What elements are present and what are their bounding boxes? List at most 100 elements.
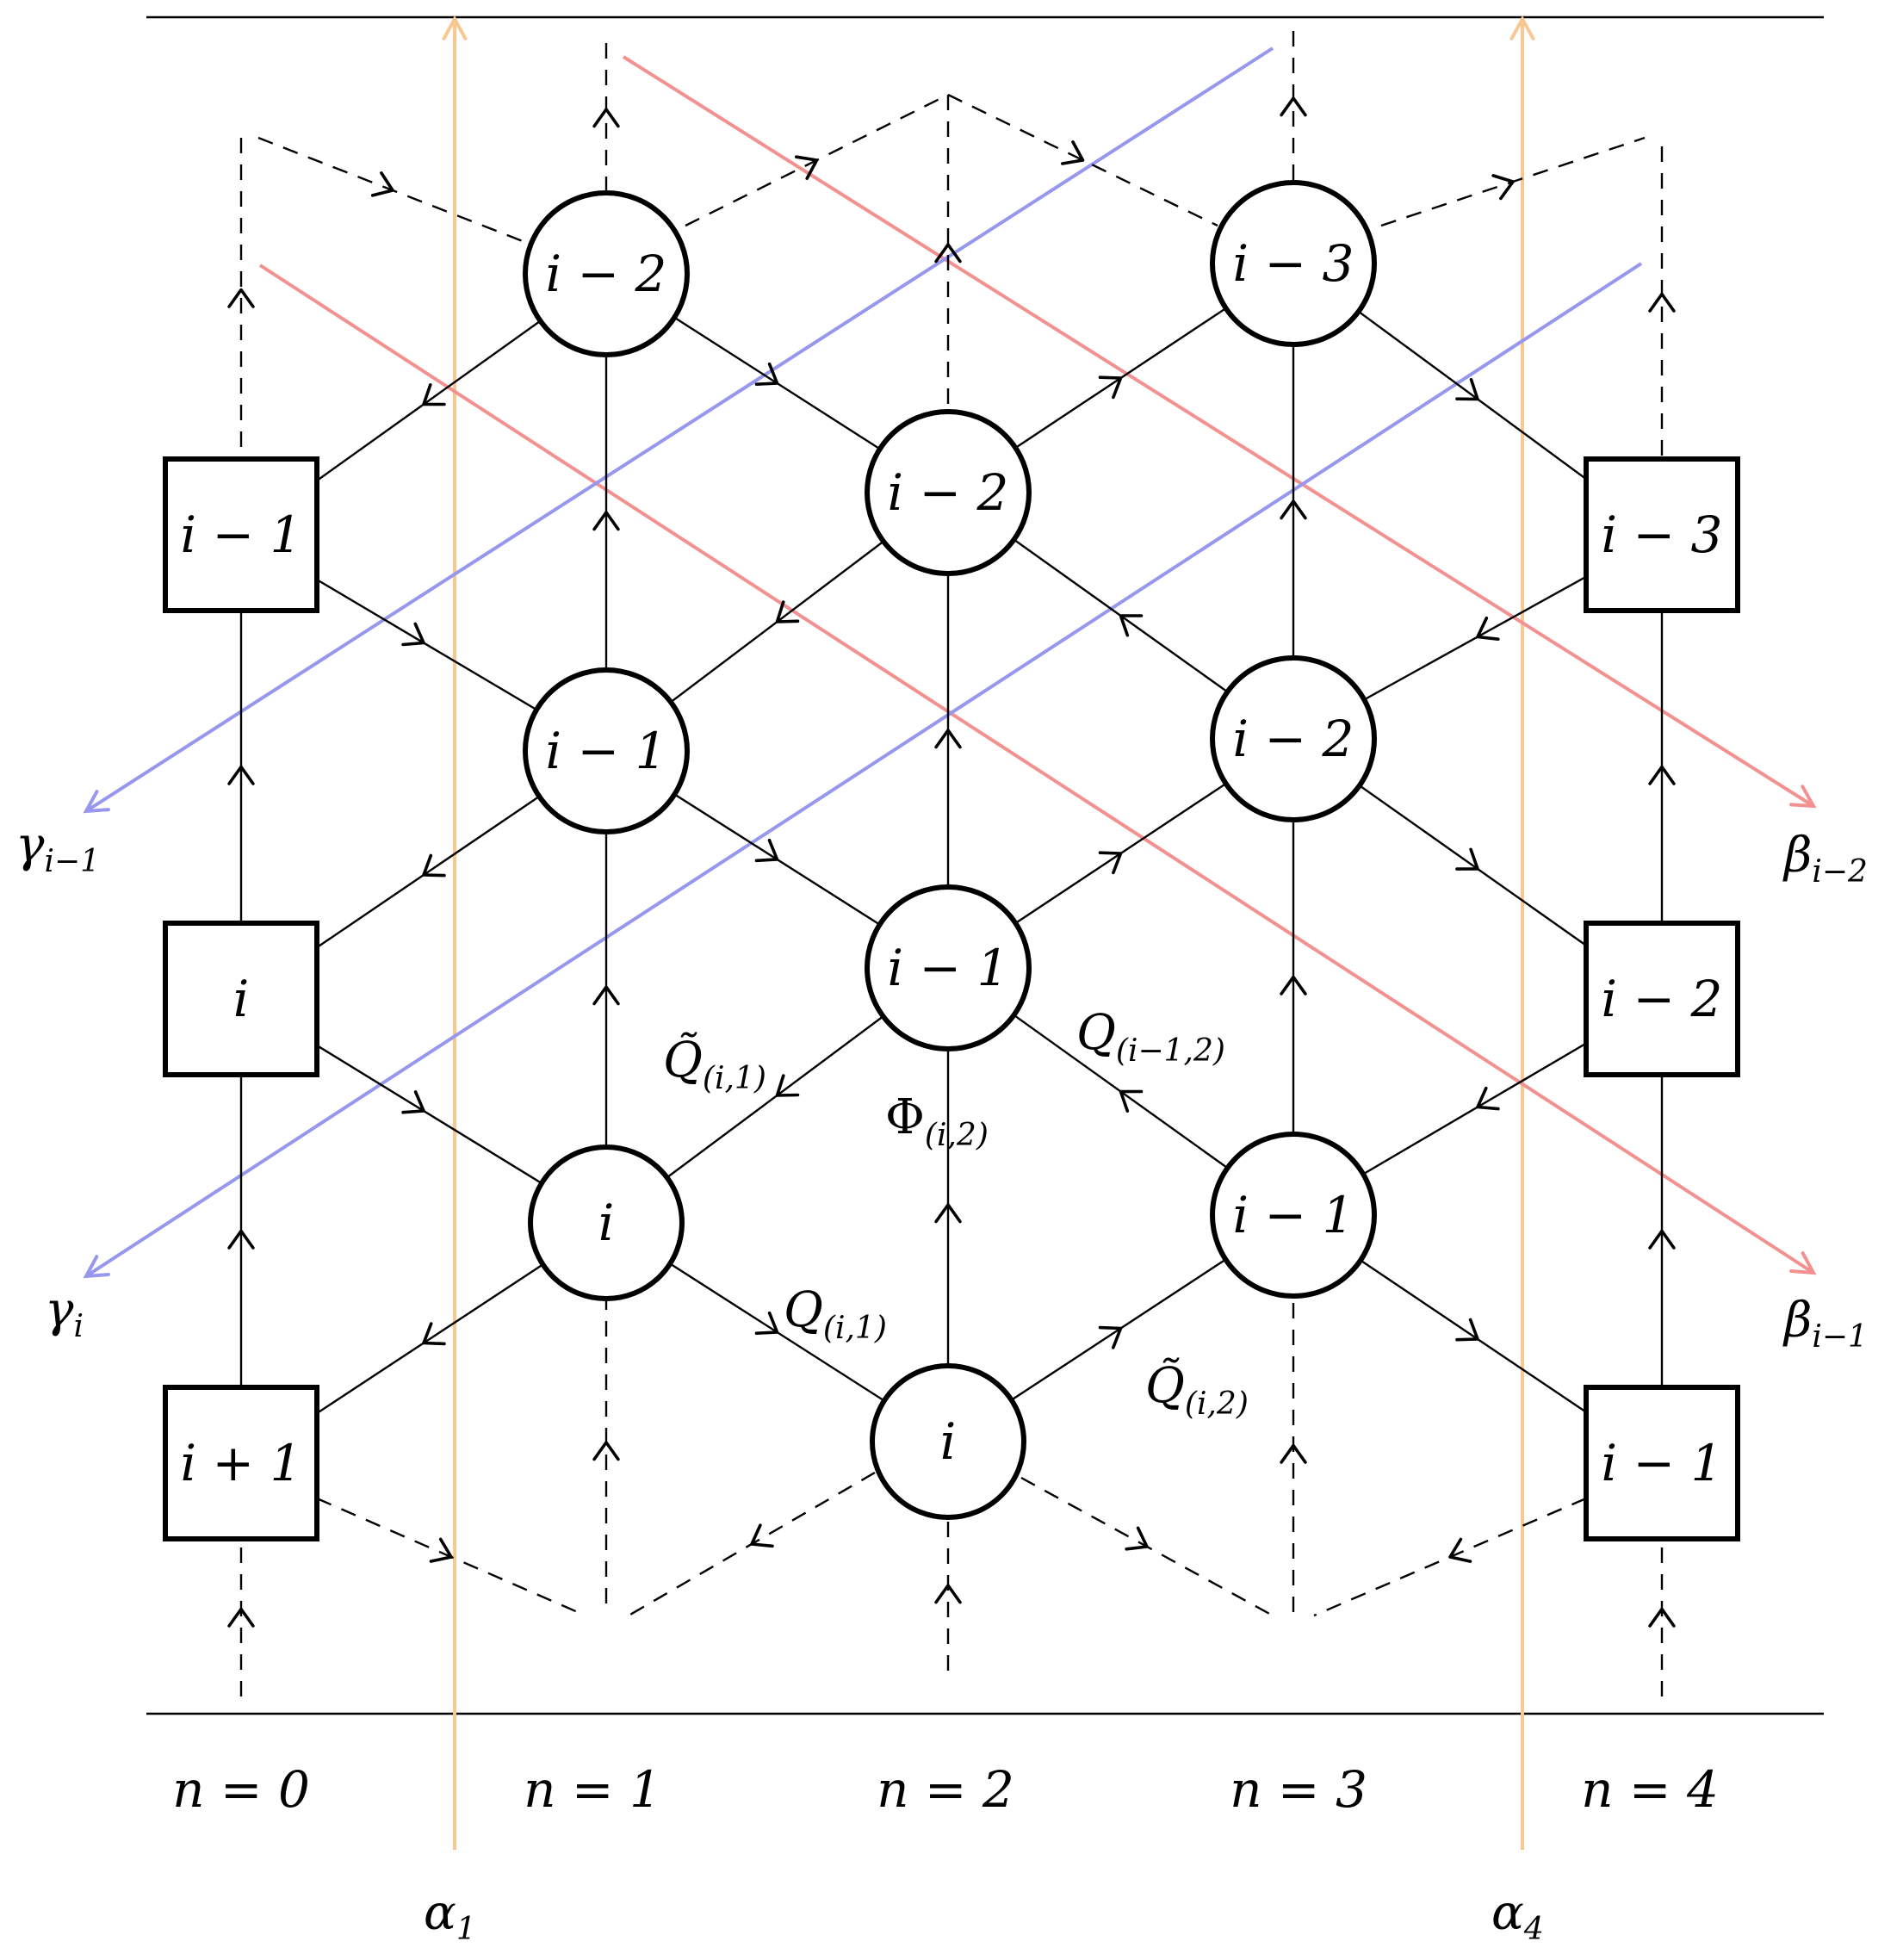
node-label: i − 2 bbox=[888, 463, 1009, 522]
arrow-c3r2-c2r1 bbox=[1119, 1089, 1144, 1113]
arrow-c3r2-c4r2 bbox=[1455, 1318, 1479, 1342]
colored-lines bbox=[83, 15, 1817, 1850]
arrow-c3r1-c4r1 bbox=[1455, 847, 1479, 871]
node-label: i − 1 bbox=[888, 939, 1009, 997]
arrow-c4r2-c4r1 bbox=[1648, 1229, 1676, 1250]
column-labels: n = 0 n = 1 n = 2 n = 3 n = 4 bbox=[172, 1760, 1719, 1819]
beta-im1-line-arrow bbox=[1789, 1251, 1817, 1275]
dashed-arrow-4 bbox=[1648, 292, 1676, 313]
node-label: i bbox=[940, 1412, 957, 1471]
line-label-alpha-1: α1 bbox=[424, 1885, 476, 1947]
gauge-node-c1r2: i bbox=[528, 1144, 685, 1301]
alpha-4-line-arrow bbox=[1509, 15, 1535, 40]
node-label: i + 1 bbox=[181, 1434, 302, 1492]
node-label: i − 2 bbox=[546, 245, 667, 303]
line-label-alpha-4: α4 bbox=[1491, 1885, 1544, 1947]
dashed-arrow-0 bbox=[227, 288, 255, 308]
node-label: i − 1 bbox=[181, 506, 302, 564]
dashed-arrow-6 bbox=[592, 1441, 620, 1461]
gauge-node-c2r2: i bbox=[870, 1363, 1026, 1520]
gauge-node-c1r1: i − 1 bbox=[523, 667, 690, 834]
column-label-1: n = 1 bbox=[524, 1760, 661, 1819]
beta-im2-line-arrow bbox=[1789, 785, 1817, 809]
flavor-node-c4r2: i − 1 bbox=[1584, 1385, 1740, 1541]
node-label: i − 1 bbox=[1602, 1434, 1723, 1492]
field-label-q-tilde-i2: Q̃(i,2) bbox=[1145, 1357, 1249, 1422]
gauge-node-c1r0: i − 2 bbox=[523, 190, 690, 357]
arrow-c2r1-c3r1 bbox=[1098, 851, 1123, 875]
gauge-node-c2r1: i − 1 bbox=[865, 884, 1032, 1051]
dashed-arrow-9 bbox=[1648, 1607, 1676, 1628]
dashed-arrow-2 bbox=[934, 243, 962, 264]
gauge-node-c3r0: i − 3 bbox=[1210, 180, 1377, 347]
beta-im1-line bbox=[258, 264, 1815, 1275]
gauge-node-c3r2: i − 1 bbox=[1210, 1132, 1377, 1299]
arrow-c1r2-c1r1 bbox=[592, 985, 620, 1006]
node-label: i − 1 bbox=[546, 722, 667, 780]
line-label-beta-im1: βi−1 bbox=[1782, 1293, 1868, 1355]
line-label-beta-im2: βi−2 bbox=[1782, 828, 1868, 890]
gamma-im1-line bbox=[84, 47, 1274, 813]
node-label: i − 2 bbox=[1602, 970, 1723, 1028]
field-label-q-im1-2: Q(i−1,2) bbox=[1076, 1005, 1225, 1069]
flavor-node-c0r0: i − 1 bbox=[163, 456, 319, 613]
arrow-c4r0-c3r1 bbox=[1476, 616, 1500, 642]
arrow-c1r0-c0r0 bbox=[422, 382, 446, 406]
gamma-im1-line-arrow bbox=[83, 790, 110, 814]
dashed-arrow-1 bbox=[592, 108, 620, 128]
node-label: i − 1 bbox=[1233, 1186, 1354, 1244]
column-label-2: n = 2 bbox=[877, 1760, 1014, 1819]
dashed-edge-12 bbox=[947, 93, 1218, 227]
arrow-c4r1-c3r2 bbox=[1476, 1086, 1500, 1111]
arrow-c1r1-c2r1 bbox=[754, 838, 779, 863]
arrow-c0r2-c0r1 bbox=[227, 1229, 255, 1250]
arrow-c0r0-c1r1 bbox=[401, 622, 425, 647]
dashed-arrow-12 bbox=[1061, 140, 1085, 165]
field-label-phi-i2: Φ(i,2) bbox=[885, 1089, 989, 1153]
arrow-c2r0-c1r1 bbox=[775, 600, 800, 623]
field-label-q-tilde-i1: Q̃(i,1) bbox=[663, 1032, 766, 1096]
arrow-c4r1-c4r0 bbox=[1648, 765, 1676, 785]
dashed-arrow-7 bbox=[934, 1584, 962, 1604]
arrow-c2r2-c3r2 bbox=[1098, 1325, 1123, 1349]
node-label: i − 3 bbox=[1602, 506, 1723, 564]
arrow-c0r1-c0r0 bbox=[227, 765, 255, 785]
arrow-c2r0-c3r0 bbox=[1098, 375, 1123, 400]
arrow-c1r1-c1r0 bbox=[592, 511, 620, 531]
gamma-i-line-arrow bbox=[83, 1255, 110, 1279]
node-label: i bbox=[233, 970, 250, 1028]
edge-arrows bbox=[227, 96, 1676, 1628]
column-label-0: n = 0 bbox=[172, 1760, 310, 1819]
arrow-c1r1-c0r1 bbox=[422, 853, 446, 878]
flavor-node-c4r0: i − 3 bbox=[1584, 456, 1740, 613]
gamma-i-line bbox=[84, 262, 1643, 1278]
alpha-1-line-arrow bbox=[442, 15, 468, 40]
dashed-arrow-3 bbox=[1280, 96, 1307, 117]
arrow-c1r2-c2r2 bbox=[754, 1311, 779, 1335]
line-label-gamma-im1: γi−1 bbox=[15, 817, 100, 879]
arrow-c0r1-c1r2 bbox=[401, 1090, 425, 1114]
flavor-node-c0r2: i + 1 bbox=[163, 1385, 319, 1541]
arrow-c3r0-c4r0 bbox=[1455, 377, 1479, 401]
arrow-c3r1-c3r0 bbox=[1280, 499, 1307, 520]
field-label-q-i1: Q(i,1) bbox=[784, 1282, 887, 1346]
node-label: i − 2 bbox=[1233, 710, 1354, 768]
column-label-3: n = 3 bbox=[1230, 1760, 1367, 1819]
gauge-node-c3r1: i − 2 bbox=[1210, 655, 1377, 822]
arrow-c3r1-c2r0 bbox=[1119, 614, 1144, 637]
gauge-node-c2r0: i − 2 bbox=[865, 409, 1032, 576]
dashed-arrow-8 bbox=[1280, 1443, 1307, 1464]
arrow-c1r0-c2r0 bbox=[754, 362, 779, 387]
arrow-c3r2-c3r1 bbox=[1280, 975, 1307, 996]
field-labels: Q̃(i,1) Φ(i,2) Q(i−1,2) Q(i,1) Q̃(i,2) bbox=[663, 1005, 1249, 1422]
dashed-arrow-5 bbox=[227, 1607, 255, 1628]
flavor-node-c4r1: i − 2 bbox=[1584, 921, 1740, 1077]
line-labels: α1 α4 βi−2 βi−1 γi−1 γi bbox=[15, 817, 1868, 1947]
node-label: i bbox=[598, 1194, 615, 1252]
nodes: i − 1 i i + 1 i − 2 i − 1 i i − 2 bbox=[163, 180, 1740, 1541]
dashed-arrow-15 bbox=[750, 1523, 774, 1548]
dashed-arrow-13 bbox=[1491, 174, 1515, 201]
dashed-arrow-11 bbox=[794, 155, 819, 180]
arrow-c2r1-c2r0 bbox=[934, 729, 962, 749]
arrow-c2r2-c2r1 bbox=[934, 1203, 962, 1224]
